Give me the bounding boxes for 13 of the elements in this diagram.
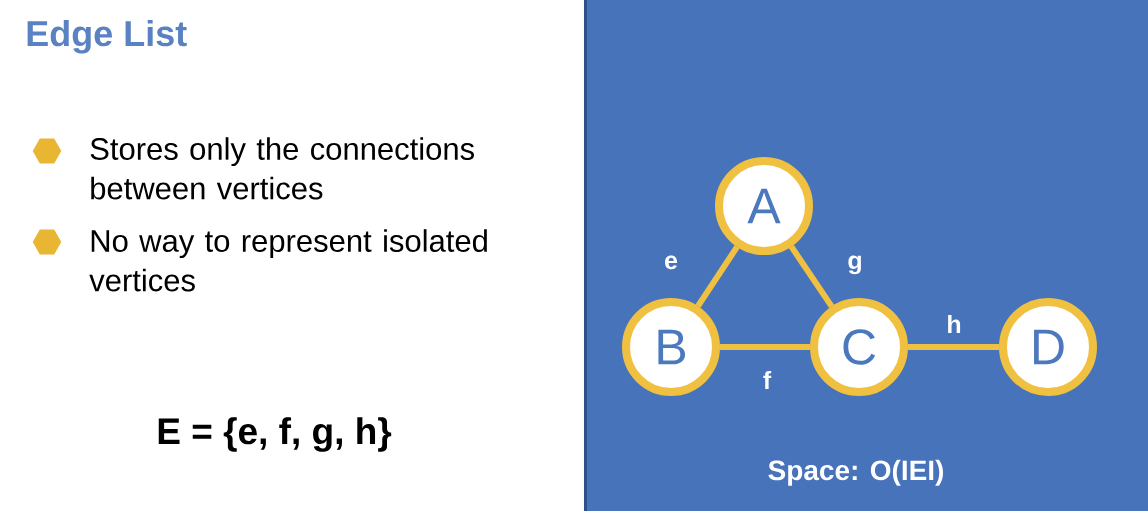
edge-line [720, 344, 810, 350]
slide-title: Edge List [27, 19, 187, 54]
edge-label: h [948, 314, 961, 333]
edge-label: f [763, 370, 772, 389]
bullet-text: Stores only the connections between vertices [90, 137, 474, 200]
edge-line [788, 244, 835, 309]
edge-label: e [665, 255, 678, 270]
edge-line [908, 344, 999, 350]
formula-text: E = {e, f, g, h} [158, 417, 392, 452]
complexity-text: Space: O(IEI) [768, 459, 944, 486]
edge-label: g [848, 255, 861, 275]
bullet-text: No way to represent isolated vertices [89, 229, 487, 292]
edge-line [695, 245, 740, 308]
